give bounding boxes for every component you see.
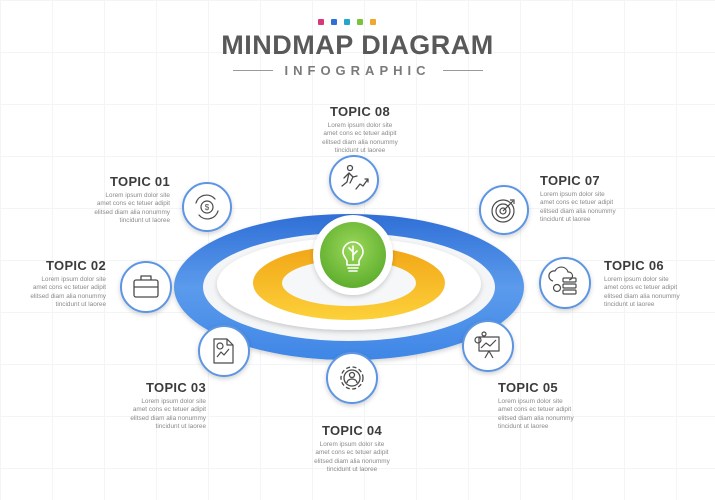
topic-line: Lorem ipsum dolor site (105, 192, 170, 199)
topic-line: amet cons ec tetuer adipit (604, 284, 678, 292)
topic-line: tincidunt ut laoree (326, 466, 378, 474)
header-dot (344, 19, 350, 25)
page-title: MINDMAP DIAGRAM (221, 30, 494, 60)
topic-line: amet cons ec tetuer adipit (315, 449, 389, 457)
topic-line: tincidunt ut laoree (334, 147, 386, 155)
topic-line: tincidunt ut laoree (540, 216, 591, 224)
topic-line: elitsed diam alia nonummy (130, 414, 206, 422)
topic-node-03[interactable] (198, 325, 250, 377)
topic-05: TOPIC 05 Lorem ipsum dolor site amet con… (498, 380, 598, 432)
page-subtitle: INFOGRAPHIC (284, 63, 431, 78)
topic-line: tincidunt ut laoree (55, 301, 106, 309)
topic-line: elitsed diam alia nonummy (314, 457, 390, 465)
topic-description: Lorem ipsum dolor site amet cons ec tetu… (312, 122, 408, 156)
topic-description: Lorem ipsum dolor site amet cons ec tetu… (108, 398, 206, 432)
briefcase-icon (133, 275, 159, 298)
topic-04: TOPIC 04 Lorem ipsum dolor site amet con… (302, 423, 402, 475)
topic-line: Lorem ipsum dolor site (604, 276, 669, 283)
target-icon (491, 199, 515, 223)
subtitle-row: INFOGRAPHIC (0, 63, 715, 78)
topic-line: amet cons ec tetuer adipit (96, 200, 170, 208)
lightbulb-icon (342, 241, 364, 272)
topic-line: Lorem ipsum dolor site (141, 398, 206, 405)
topic-line: tincidunt ut laoree (119, 217, 170, 225)
topic-line: Lorem ipsum dolor site (540, 191, 605, 198)
document-chart-icon (213, 338, 234, 364)
topic-08: TOPIC 08 Lorem ipsum dolor site amet con… (312, 104, 408, 156)
topic-line: elitsed diam alia nonummy (322, 138, 398, 146)
topic-title: TOPIC 01 (110, 174, 170, 189)
topic-line: elitsed diam alia nonummy (30, 292, 106, 300)
topic-title: TOPIC 05 (498, 380, 558, 395)
topic-line: tincidunt ut laoree (604, 301, 655, 309)
topic-line: amet cons ec tetuer adipit (323, 130, 397, 138)
topic-07: TOPIC 07 Lorem ipsum dolor site amet con… (540, 173, 644, 225)
topic-line: tincidunt ut laoree (155, 423, 206, 431)
topic-title: TOPIC 08 (330, 104, 390, 119)
topic-description: Lorem ipsum dolor site amet cons ec tetu… (604, 276, 708, 310)
header-dot (370, 19, 376, 25)
topic-node-07[interactable] (479, 185, 529, 235)
presentation-board-icon (474, 331, 500, 359)
gear-person-icon (340, 366, 364, 390)
topic-title: TOPIC 02 (46, 258, 106, 273)
topic-line: Lorem ipsum dolor site (319, 441, 385, 448)
header-dot (318, 19, 324, 25)
topic-node-06[interactable] (539, 257, 591, 309)
topic-title: TOPIC 04 (322, 423, 382, 438)
topic-title: TOPIC 06 (604, 258, 664, 273)
subtitle-line-left (232, 70, 273, 71)
topic-03: TOPIC 03 Lorem ipsum dolor site amet con… (108, 380, 206, 432)
running-growth-icon (341, 164, 369, 190)
topic-line: amet cons ec tetuer adipit (498, 406, 572, 414)
topic-node-02[interactable] (120, 261, 172, 313)
topic-title: TOPIC 07 (540, 173, 600, 188)
topic-node-08[interactable] (329, 155, 379, 205)
topic-description: Lorem ipsum dolor site amet cons ec tetu… (540, 191, 644, 225)
dollar-cycle-icon: $ (195, 194, 219, 220)
topic-description: Lorem ipsum dolor site amet cons ec tetu… (498, 398, 598, 432)
topic-description: Lorem ipsum dolor site amet cons ec tetu… (10, 276, 106, 310)
topic-node-01[interactable]: $ (182, 182, 232, 232)
topic-01: TOPIC 01 Lorem ipsum dolor site amet con… (78, 174, 170, 226)
topic-node-04[interactable] (326, 352, 378, 404)
topic-line: Lorem ipsum dolor site (498, 398, 563, 405)
topic-line: elitsed diam alia nonummy (540, 207, 616, 215)
subtitle-line-right (442, 70, 483, 71)
topic-description: Lorem ipsum dolor site amet cons ec tetu… (78, 192, 170, 226)
center-node (313, 215, 393, 295)
topic-line: elitsed diam alia nonummy (498, 414, 574, 422)
topic-line: elitsed diam alia nonummy (94, 208, 170, 216)
cloud-database-icon (548, 266, 577, 295)
topic-06: TOPIC 06 Lorem ipsum dolor site amet con… (604, 258, 708, 310)
topic-title: TOPIC 03 (146, 380, 206, 395)
topic-line: Lorem ipsum dolor site (327, 122, 393, 129)
svg-text:$: $ (205, 203, 210, 212)
topic-line: Lorem ipsum dolor site (41, 276, 106, 283)
header-dot (331, 19, 337, 25)
topic-line: tincidunt ut laoree (498, 423, 549, 431)
topic-line: amet cons ec tetuer adipit (540, 199, 614, 207)
header-dots (318, 19, 376, 25)
header-dot (357, 19, 363, 25)
topic-02: TOPIC 02 Lorem ipsum dolor site amet con… (10, 258, 106, 310)
topic-line: amet cons ec tetuer adipit (32, 284, 106, 292)
topic-description: Lorem ipsum dolor site amet cons ec tetu… (302, 441, 402, 475)
topic-line: elitsed diam alia nonummy (604, 292, 680, 300)
topic-node-05[interactable] (462, 320, 514, 372)
topic-line: amet cons ec tetuer adipit (132, 406, 206, 414)
